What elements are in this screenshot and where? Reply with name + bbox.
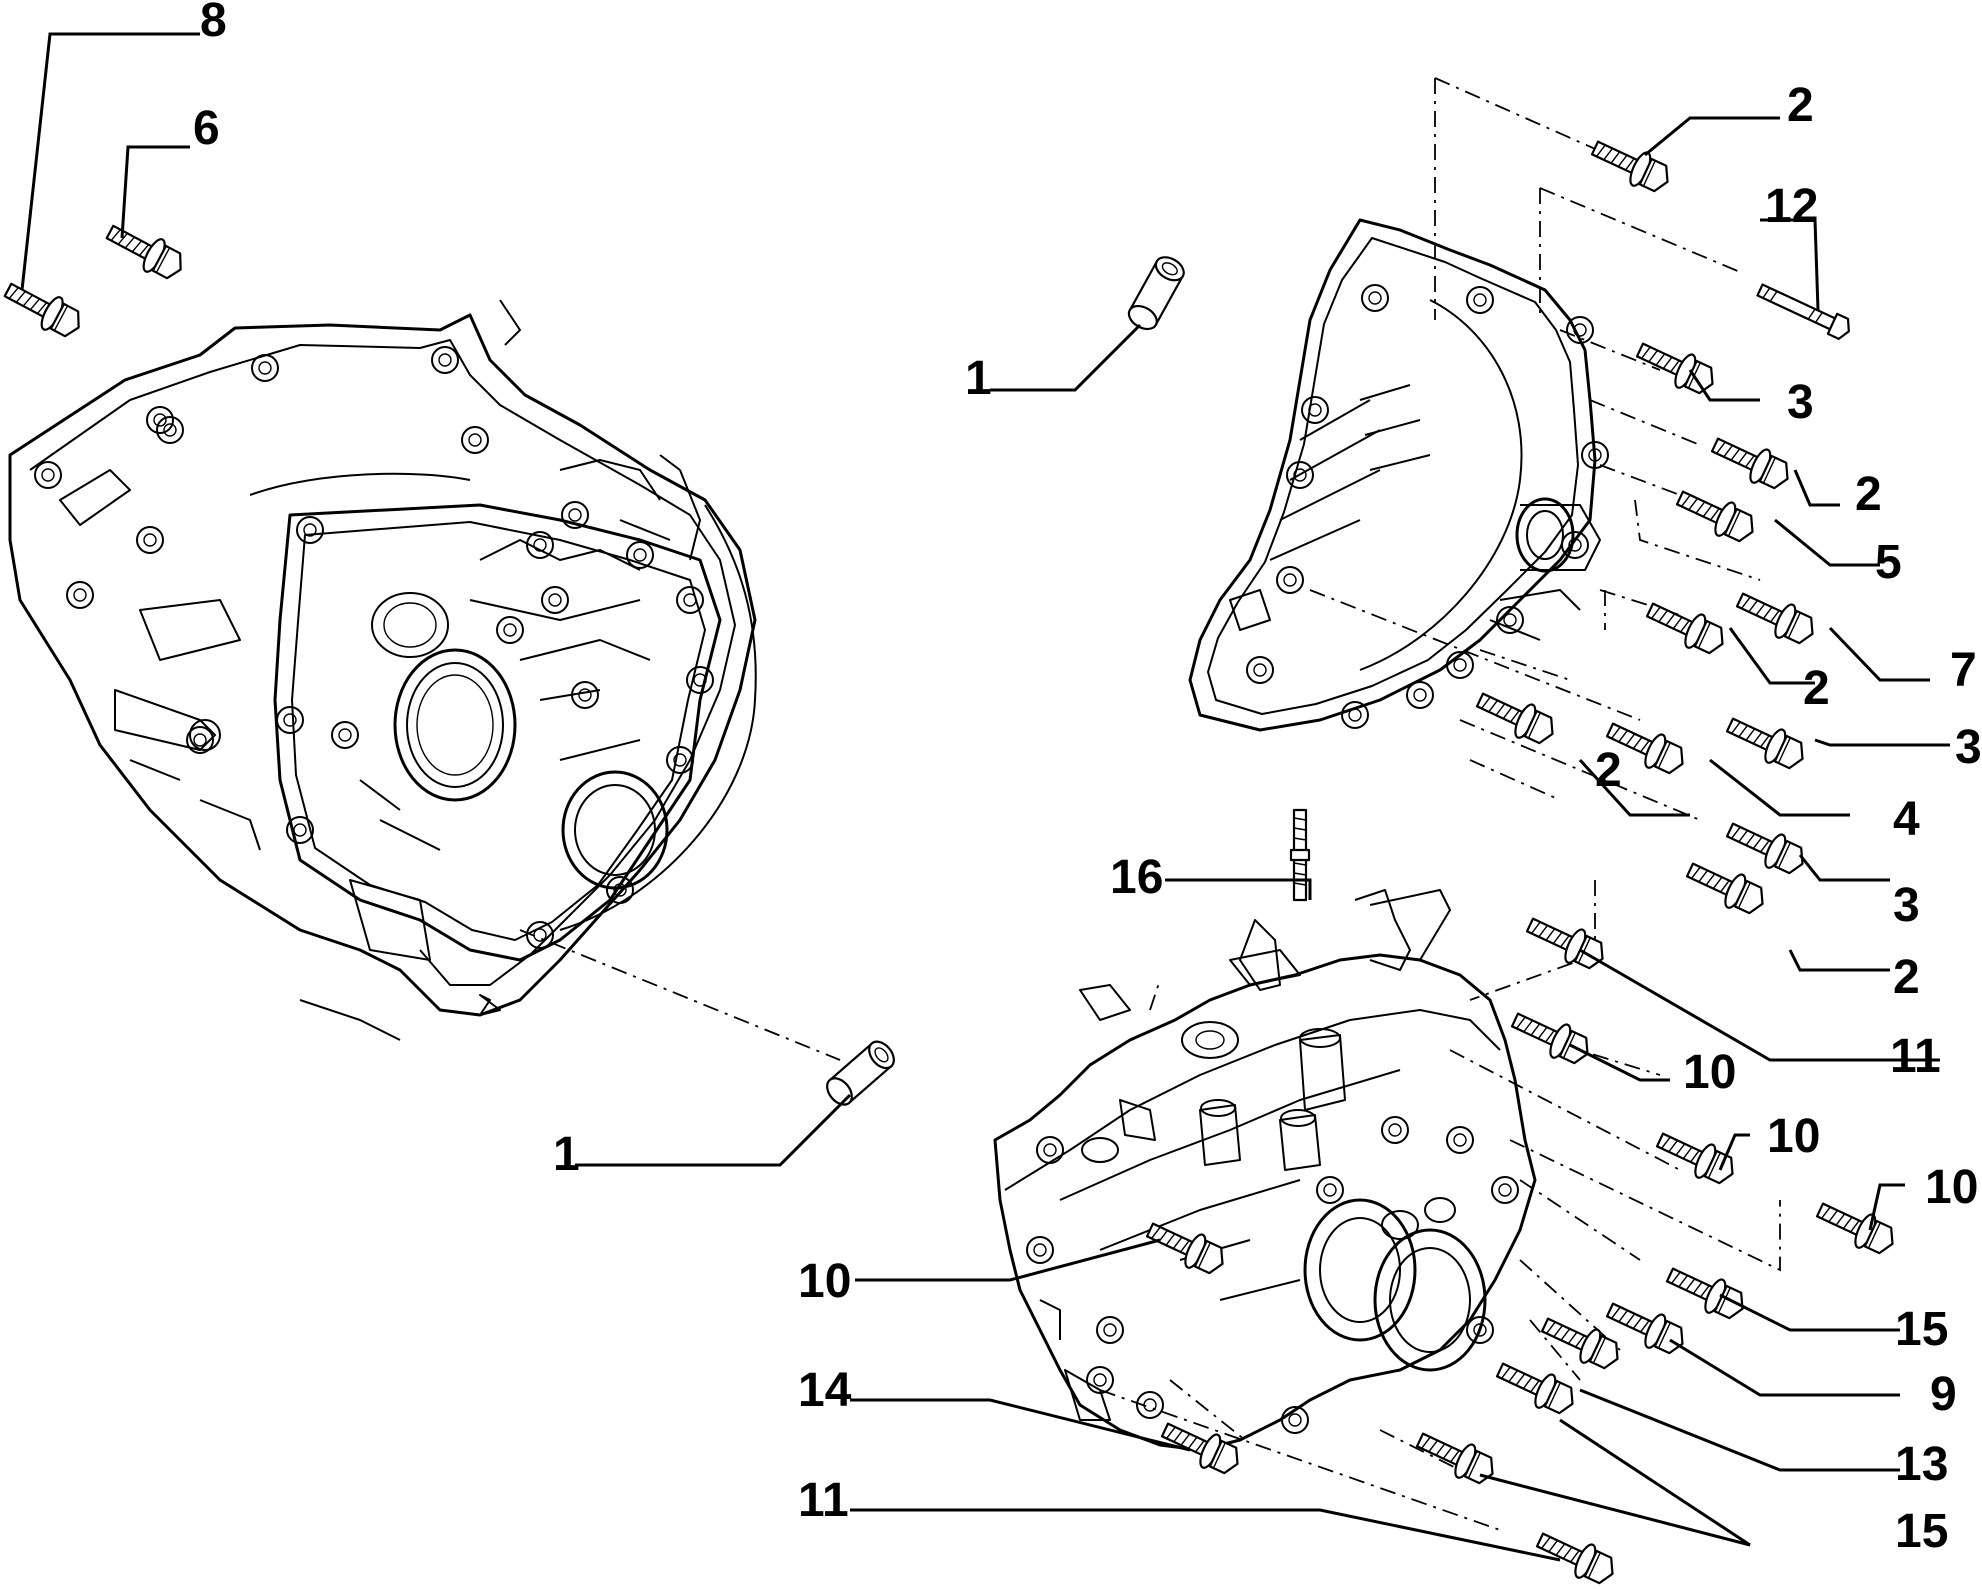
assembly-centerlines [519, 77, 1781, 1531]
callout-8: 8 [200, 0, 227, 47]
callout-16: 16 [1110, 851, 1163, 904]
fasteners [0, 130, 1902, 1589]
callout-3-middle: 3 [1955, 721, 1982, 774]
callout-2-fourth: 2 [1595, 744, 1622, 797]
callout-2-third: 2 [1803, 662, 1830, 715]
callout-1-upper: 1 [965, 352, 992, 405]
callout-5: 5 [1875, 536, 1902, 589]
callout-11-lower: 11 [798, 1474, 849, 1527]
clutch-housing [8, 299, 757, 1041]
callout-7: 7 [1950, 644, 1977, 697]
callout-10-c: 10 [1925, 1161, 1978, 1214]
callout-9: 9 [1930, 1368, 1957, 1421]
callout-11-upper: 11 [1890, 1030, 1941, 1083]
callout-4: 4 [1893, 793, 1920, 846]
callout-3-lower: 3 [1893, 879, 1920, 932]
leader-lines [20, 32, 1950, 1562]
callout-3-upper: 3 [1787, 376, 1814, 429]
callout-10-a: 10 [1683, 1046, 1736, 1099]
callout-10-d: 10 [798, 1255, 851, 1308]
callout-2-top: 2 [1787, 79, 1814, 132]
callout-6: 6 [193, 102, 220, 155]
callout-12: 12 [1765, 180, 1818, 233]
callout-2-second: 2 [1855, 468, 1882, 521]
callout-2-bottom: 2 [1893, 951, 1920, 1004]
callout-15-upper: 15 [1895, 1303, 1948, 1356]
callout-labels: 8 6 1 1 2 12 3 2 5 7 2 3 2 4 3 2 16 11 1… [193, 0, 1982, 1558]
gearbox-case [993, 889, 1537, 1452]
callout-13: 13 [1895, 1438, 1948, 1491]
callout-10-b: 10 [1767, 1110, 1820, 1163]
callout-14: 14 [798, 1364, 852, 1417]
callout-1-lower: 1 [553, 1128, 580, 1181]
rear-cover [1188, 218, 1609, 732]
callout-15-lower: 15 [1895, 1505, 1948, 1558]
